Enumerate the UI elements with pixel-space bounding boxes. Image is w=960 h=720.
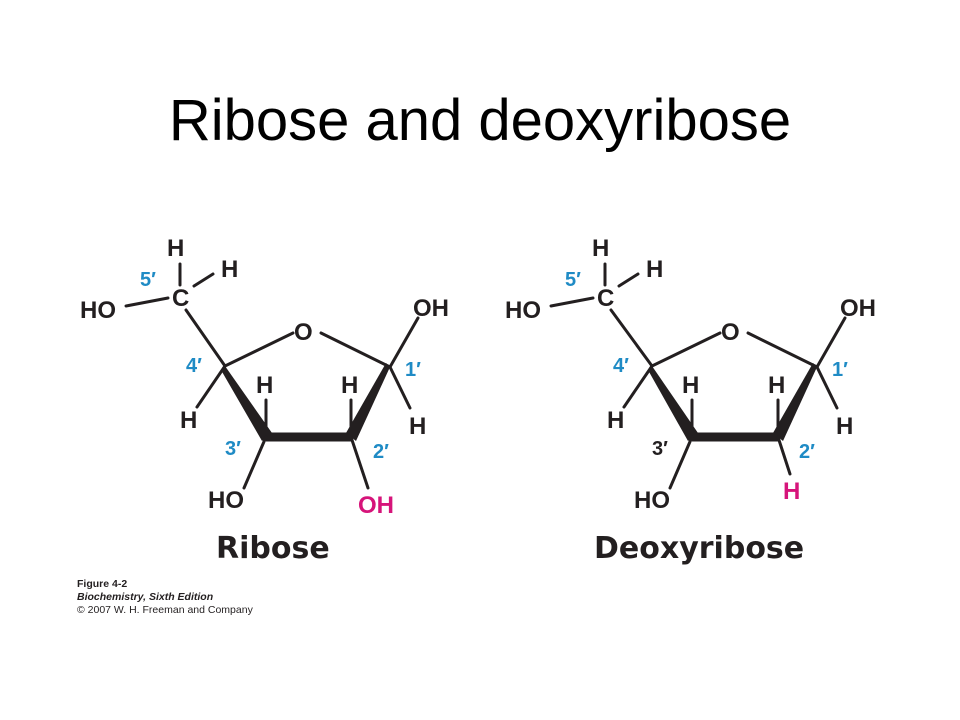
atom-oh1: OH <box>413 295 449 322</box>
locant-3: 3′ <box>225 438 241 460</box>
locant-1: 1′ <box>405 359 421 381</box>
atom-c5: C <box>172 285 189 312</box>
locant-4: 4′ <box>186 355 202 377</box>
bond-c5-c4 <box>184 308 227 368</box>
bond-c3-ho <box>242 435 268 490</box>
bond-c1-oh <box>388 316 420 369</box>
bond-o-c1 <box>746 331 819 369</box>
bond-c1-oh <box>815 316 847 369</box>
atom-h2-highlight: H <box>783 478 800 505</box>
bond-c4-h <box>622 364 654 409</box>
bond-ho-c5 <box>549 296 595 308</box>
atom-h1: H <box>836 413 853 440</box>
atom-h2: H <box>768 372 785 399</box>
bond-c4-h <box>195 364 227 409</box>
deoxyribose-label: Deoxyribose <box>594 531 804 566</box>
locant-5: 5′ <box>140 269 156 291</box>
wedge-c1-c2 <box>773 363 817 441</box>
wedge-c1-c2 <box>346 363 390 441</box>
bond-ho-c5 <box>124 296 170 308</box>
locant-4: 4′ <box>613 355 629 377</box>
atom-c5: C <box>597 285 614 312</box>
atom-ho5: HO <box>80 297 116 324</box>
atom-h3: H <box>682 372 699 399</box>
atom-ho3: HO <box>634 487 670 514</box>
bond-c1-h <box>815 365 839 410</box>
wedge-c4-c3 <box>648 366 698 441</box>
atom-ring-o: O <box>294 319 313 346</box>
atom-h4: H <box>607 407 624 434</box>
locant-2: 2′ <box>799 441 815 463</box>
atom-ring-o: O <box>721 319 740 346</box>
atom-h5a: H <box>592 235 609 262</box>
atom-h3: H <box>256 372 273 399</box>
locant-5: 5′ <box>565 269 581 291</box>
bond-o-c1 <box>319 331 392 369</box>
atom-ho5: HO <box>505 297 541 324</box>
bond-c5-c4 <box>609 308 654 368</box>
atom-h5b: H <box>221 256 238 283</box>
locant-1: 1′ <box>832 359 848 381</box>
atom-h1: H <box>409 413 426 440</box>
deoxyribose-structure: H H C 5′ HO O OH 1′ H 4′ H H H 3′ 2′ HO … <box>505 235 876 566</box>
atom-h5b: H <box>646 256 663 283</box>
caption-figure-number: Figure 4-2 <box>77 578 128 590</box>
bond-c2-oh <box>349 435 370 490</box>
atom-oh2-highlight: OH <box>358 492 394 519</box>
bond-c5-h2 <box>617 272 640 288</box>
atom-h4: H <box>180 407 197 434</box>
locant-2: 2′ <box>373 441 389 463</box>
caption-book-title: Biochemistry, Sixth Edition <box>77 591 214 603</box>
ribose-structure: H H C 5′ HO O OH 1′ H 4′ H H H 3′ 2′ HO … <box>80 235 449 566</box>
page-title: Ribose and deoxyribose <box>168 88 792 153</box>
bond-c4-o <box>223 331 295 368</box>
atom-ho3: HO <box>208 487 244 514</box>
atom-h5a: H <box>167 235 184 262</box>
atom-oh1: OH <box>840 295 876 322</box>
bond-c5-h2 <box>192 272 215 288</box>
atom-h2: H <box>341 372 358 399</box>
bond-c4-o <box>650 331 722 368</box>
caption-copyright: © 2007 W. H. Freeman and Company <box>77 604 253 616</box>
figure-caption: Figure 4-2 Biochemistry, Sixth Edition ©… <box>77 578 253 617</box>
bond-c1-h <box>388 365 412 410</box>
bond-c2-h-bottom <box>776 435 792 476</box>
ribose-label: Ribose <box>216 531 330 566</box>
locant-3: 3′ <box>652 438 668 460</box>
bond-c3-ho <box>668 435 694 490</box>
wedge-c4-c3 <box>221 366 272 441</box>
